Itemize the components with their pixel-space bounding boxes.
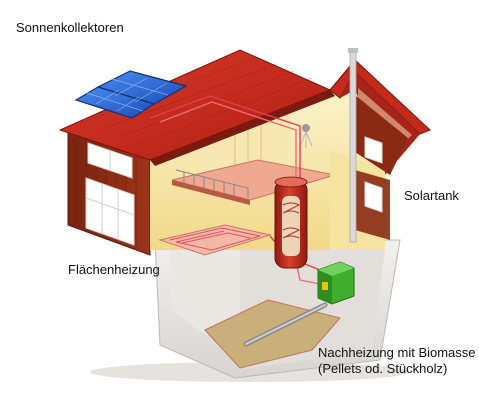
flue-pipe	[243, 302, 328, 347]
roof	[58, 49, 431, 175]
left-windows	[85, 142, 135, 246]
label-solar-collectors: Sonnenkollektoren	[16, 20, 124, 35]
label-backup-heating-line1: Nachheizung mit Biomasse	[318, 345, 476, 360]
solar-tank	[274, 176, 308, 269]
label-floor-heating: Flächenheizung	[68, 262, 160, 277]
label-solar-tank: Solartank	[404, 188, 459, 203]
solar-collectors	[74, 70, 188, 119]
chimney	[348, 48, 358, 243]
label-backup-heating: Nachheizung mit Biomasse (Pellets od. St…	[318, 345, 476, 377]
shower-icon	[299, 124, 313, 148]
right-gable-wall	[355, 95, 408, 240]
label-backup-heating-line2: (Pellets od. Stückholz)	[318, 361, 448, 376]
biomass-boiler	[317, 261, 355, 305]
